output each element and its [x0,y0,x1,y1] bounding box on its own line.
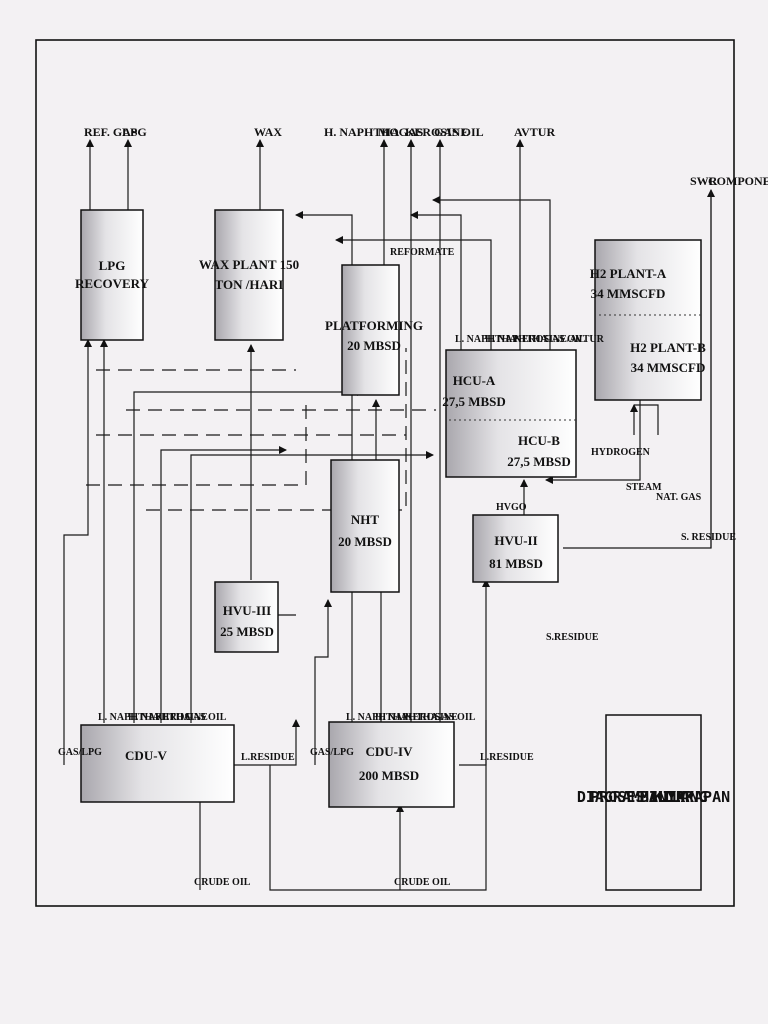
cdu-v-kerosine-line [160,446,287,723]
label-gas-lpg-1: GAS/LPG [58,747,102,758]
recycle-line-2 [86,400,307,486]
title-line-3: MINYAK [640,788,694,806]
h2-plant-box: H2 PLANT-A 34 MMSCFD H2 PLANT-B 34 MMSCF… [590,239,706,401]
label-s-residue-2: S. RESIDUE [681,532,736,543]
label-gas-oil-2: GAS OIL [434,712,476,723]
hcu-box: HCU-A 27,5 MBSD HCU-B 27,5 MBSD [442,349,577,478]
hvu-ii-name: HVU-II [494,533,537,548]
hcu-b-name: HCU-B [518,433,560,448]
cdu-iv-capacity: 200 MBSD [359,768,419,783]
lpg-recovery-line1: LPG [99,258,126,273]
platforming-box: PLATFORMING 20 MBSD [325,264,423,396]
hvu-iii-box: HVU-III 25 MBSD [214,581,279,653]
label-gas-lpg-2: GAS/LPG [310,747,354,758]
nht-box: NHT 20 MBSD [330,459,400,593]
page-frame [35,39,735,907]
nht-name: NHT [351,512,380,527]
wax-plant-line2: TON /HARI [215,277,284,292]
h2-plant-b-name: H2 PLANT-B [630,340,706,355]
label-hcu-kerosine-avtur: KEROSINE/AVTUR [514,334,605,345]
hvu-iii-name: HVU-III [223,603,271,618]
cdu-v-gas-lpg-line [63,339,92,765]
output-kerosine: KEROSINE [405,125,468,139]
label-hcu-h-naphtha: H. NAPHTHA [485,334,549,345]
label-kerosine-1: KEROSINE [155,712,208,723]
cdu-v-residue-bottom-line [269,720,487,891]
label-h-naphtha-1: H. NAPHTHA [128,712,192,723]
wax-plant-line1: WAX PLANT 150 [199,257,299,272]
title-line-2: PROSES KILANG [590,788,707,806]
label-h-naphtha-2: H. NAPHTHA [375,712,439,723]
hcu-l-naphtha-out [410,211,462,350]
label-gas-oil-1: GAS OIL [185,712,227,723]
label-reformate: REFORMATE [390,247,455,258]
wax-plant-box: WAX PLANT 150 TON /HARI [199,209,299,341]
diagram-content: CDU-V CDU-IV 200 MBSD HVU-III 25 MBSD HV… [58,125,768,891]
label-crude-oil-2: CRUDE OIL [394,877,451,888]
label-s-residue: S.RESIDUE [546,632,599,643]
label-nat-gas: NAT. GAS [656,492,702,503]
label-steam: STEAM [626,482,662,493]
cdu-iv-l-residue-line [459,579,490,766]
cdu-iv-gas-lpg-line [314,599,332,765]
hvu-ii-capacity: 81 MBSD [489,556,543,571]
output-swr-line2: COMPONENT [708,174,768,188]
cdu-v-l-residue-line [234,719,300,766]
cdu-v-name: CDU-V [125,748,167,763]
title-line-4: BALIKPAPAN [640,788,730,806]
label-kerosine-2: KEROSINE [405,712,458,723]
h2-plant-a-capacity: 34 MMSCFD [591,286,666,301]
hvu-iii-capacity: 25 MBSD [220,624,274,639]
output-avtur: AVTUR [514,125,555,139]
hcu-a-name: HCU-A [453,373,496,388]
hcu-b-capacity: 27,5 MBSD [507,454,571,469]
lpg-recovery-line2: RECOVERY [75,276,150,291]
label-crude-oil-1: CRUDE OIL [194,877,251,888]
hydrogen-line [545,370,641,484]
h2-plant-a-name: H2 PLANT-A [590,266,667,281]
platforming-name: PLATFORMING [325,318,423,333]
hcu-h-naphtha-out [335,236,492,350]
label-hydrogen: HYDROGEN [591,447,651,458]
h2-plant-b-capacity: 34 MMSCFD [631,360,706,375]
nht-capacity: 20 MBSD [338,534,392,549]
cdu-v-box: CDU-V [80,724,235,803]
output-mogas: MOGAS [378,125,424,139]
output-wax: WAX [254,125,282,139]
title-line-1: DIAGRAM ALIR [577,788,686,806]
output-lpg: LPG [122,125,147,139]
output-swr-line1: SWR [690,174,718,188]
label-l-residue-1: L.RESIDUE [241,752,295,763]
platforming-capacity: 20 MBSD [347,338,401,353]
hcu-a-capacity: 27,5 MBSD [442,394,506,409]
hcu-gas-oil-out [432,196,551,350]
cdu-iv-box: CDU-IV 200 MBSD [328,721,455,808]
label-l-naphtha-2: L. NAPHTHA [346,712,408,723]
title-box: DIAGRAM ALIR PROSES KILANG MINYAK BALIKP… [577,714,730,891]
hvu-ii-box: HVU-II 81 MBSD [472,514,559,583]
output-h-naphtha: H. NAPHTHA [324,125,400,139]
label-l-naphtha-1: L. NAPHTHA [98,712,160,723]
nat-gas-line [634,404,659,435]
label-hcu-l-naphtha: L. NAPHTHA [455,334,517,345]
cdu-iv-name: CDU-IV [366,744,414,759]
label-l-residue-2: L.RESIDUE [480,752,534,763]
lpg-recovery-box: LPG RECOVERY [75,209,150,341]
output-ref-gas: REF. GAS [84,125,138,139]
label-hvgo: HVGO [496,502,527,513]
output-gas-oil: GAS OIL [434,125,484,139]
label-hcu-gas-oil: GAS OIL [544,334,586,345]
cdu-v-h-naphtha-line [133,388,365,723]
